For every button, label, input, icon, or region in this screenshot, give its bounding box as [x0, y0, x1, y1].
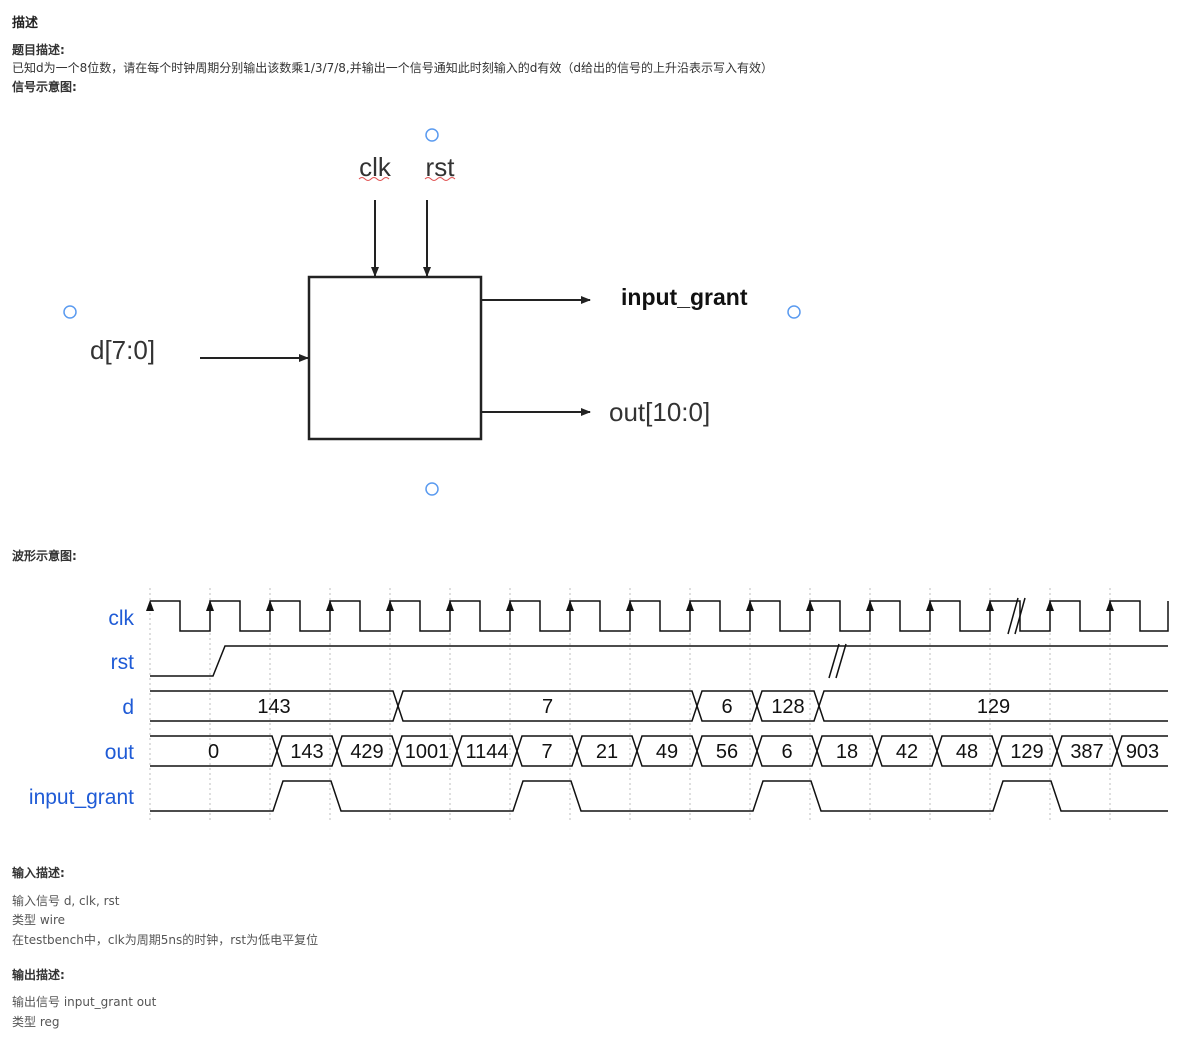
- out-bus-value: 129: [1010, 741, 1043, 763]
- d-bus-waveform: 143 7 6 128 129: [150, 690, 1168, 722]
- out-bus-value: 429: [350, 741, 383, 763]
- selection-handle-left[interactable]: [63, 305, 77, 319]
- clk-rising-edge-arrow: [326, 600, 334, 611]
- clk-rising-edge-arrow: [866, 600, 874, 611]
- clk-rising-edge-arrow: [206, 600, 214, 611]
- clk-rising-edge-arrow: [926, 600, 934, 611]
- waveform-diagram-label: 波形示意图:: [12, 549, 77, 563]
- block-diagram: clk rst d[7:0] input_grant out[10:0]: [63, 128, 801, 496]
- clk-rising-edge-arrow: [506, 600, 514, 611]
- selection-handle-top[interactable]: [425, 128, 439, 142]
- input-description-line-2: 类型 wire: [12, 913, 66, 927]
- clk-rising-edge-arrow: [146, 600, 154, 611]
- out-bus-value: 48: [956, 741, 978, 763]
- problem-description-label: 题目描述:: [12, 43, 65, 57]
- signal-label-out: out: [105, 741, 134, 764]
- out-bus-waveform: 0 143 429 1001 1144 7 21 49 56 6 18 42 48 129 387 903: [150, 735, 1168, 767]
- clk-rising-edge-arrow: [806, 600, 814, 611]
- spellcheck-underline-clk: [358, 177, 390, 181]
- signal-diagram-label: 信号示意图:: [12, 80, 77, 94]
- output-description-line-1: 输出信号 input_grant out: [12, 995, 157, 1009]
- input-description-heading: 输入描述:: [12, 866, 65, 880]
- clk-break-mark: [1007, 597, 1026, 635]
- clk-rising-edge-arrow: [686, 600, 694, 611]
- clk-rising-edge-arrow: [626, 600, 634, 611]
- waveform-diagram: clk rst d out input_grant 143 7 6 128 129 0 1…: [29, 588, 1169, 820]
- clk-rising-edge-arrow: [1046, 600, 1054, 611]
- out-bus-value: 7: [541, 741, 552, 763]
- section-heading-description: 描述: [12, 16, 39, 31]
- out-bus-value: 56: [716, 741, 738, 763]
- out-bus-value: 21: [596, 741, 618, 763]
- d-bus-value: 143: [257, 696, 290, 718]
- clk-rising-edge-arrow: [986, 600, 994, 611]
- spellcheck-underline-rst: [424, 177, 456, 181]
- signal-label-d: d: [122, 696, 134, 719]
- clk-rising-edge-arrow: [446, 600, 454, 611]
- out-bus-value: 0: [208, 741, 219, 763]
- out-bus-value: 6: [781, 741, 792, 763]
- waveform-gridlines: [149, 588, 1111, 820]
- signal-label-clk: clk: [108, 607, 134, 630]
- output-description-line-2: 类型 reg: [12, 1015, 60, 1029]
- out-bus-value: 49: [656, 741, 678, 763]
- d-bus-value: 6: [721, 696, 732, 718]
- out-bus-value: 1001: [405, 741, 450, 763]
- clk-waveform: [146, 597, 1169, 635]
- rst-break-mark: [828, 643, 847, 679]
- out-bus-value: 1144: [465, 741, 508, 763]
- out-port-label: out[10:0]: [609, 397, 710, 427]
- rst-waveform: [150, 645, 1168, 677]
- signal-label-rst: rst: [111, 651, 134, 674]
- clk-rising-edge-arrow: [386, 600, 394, 611]
- d-bus-value: 128: [771, 696, 804, 718]
- input-description-line-1: 输入信号 d, clk, rst: [12, 894, 120, 908]
- out-bus-value: 143: [290, 741, 323, 763]
- selection-handle-bottom[interactable]: [425, 482, 439, 496]
- out-bus-value: 18: [836, 741, 858, 763]
- input-grant-waveform: [150, 780, 1168, 812]
- input-description-line-3: 在testbench中，clk为周期5ns的时钟，rst为低电平复位: [12, 933, 319, 947]
- out-bus-value: 42: [896, 741, 918, 763]
- d-port-label: d[7:0]: [90, 335, 155, 365]
- problem-description-text: 已知d为一个8位数，请在每个时钟周期分别输出该数乘1/3/7/8,并输出一个信号…: [12, 61, 773, 75]
- out-bus-value: 387: [1070, 741, 1103, 763]
- signal-label-input-grant: input_grant: [29, 786, 134, 809]
- clk-trace: [150, 600, 1169, 632]
- clk-rising-edge-arrow: [1106, 600, 1114, 611]
- module-box: [307, 275, 483, 441]
- clk-rising-edge-arrow: [746, 600, 754, 611]
- input-grant-port-label: input_grant: [621, 284, 748, 310]
- d-bus-value: 7: [542, 696, 553, 718]
- d-bus-segment: [818, 690, 1168, 722]
- d-bus-value: 129: [977, 696, 1010, 718]
- out-bus-segment: [1116, 735, 1168, 767]
- out-bus-value: 903: [1126, 741, 1159, 763]
- clk-rising-edge-arrow: [266, 600, 274, 611]
- output-description-heading: 输出描述:: [12, 968, 65, 982]
- clk-rising-edge-arrow: [566, 600, 574, 611]
- selection-handle-right[interactable]: [787, 305, 801, 319]
